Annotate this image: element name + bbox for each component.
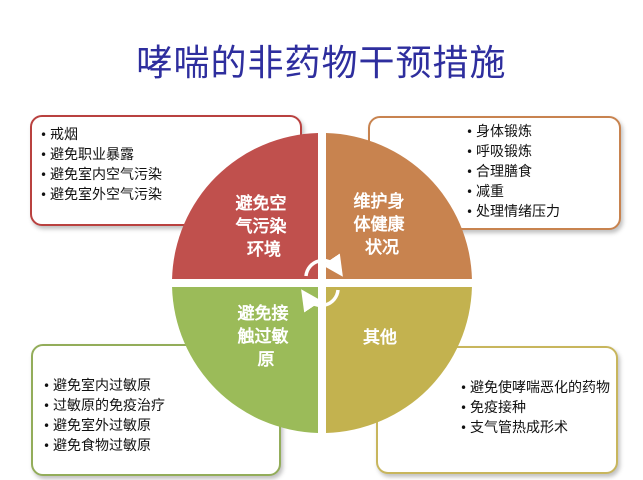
list-item: 避免使哮喘恶化的药物 [460, 378, 610, 398]
list-item: 避免室内过敏原 [43, 376, 279, 396]
label-line: 维护身 [354, 191, 405, 212]
list-item: 避免职业暴露 [40, 145, 300, 165]
page-title: 哮喘的非药物干预措施 [136, 43, 507, 84]
label-line: 环境 [247, 239, 281, 260]
list-item: 处理情绪压力 [466, 202, 619, 222]
list-item: 避免室内空气污染 [40, 165, 300, 185]
list-item: 避免食物过敏原 [43, 436, 279, 456]
list-item: 避免室外空气污染 [40, 185, 300, 205]
label-line: 避免空 [236, 193, 287, 214]
list-item: 合理膳食 [466, 162, 619, 182]
quadrant-other [326, 287, 472, 433]
list-item: 支气管热成形术 [460, 418, 610, 438]
label-line: 其他 [363, 327, 397, 348]
quadrant-avoid-air-pollution [172, 133, 318, 279]
label-line: 触过敏 [237, 326, 289, 347]
list-item: 避免室外过敏原 [43, 416, 279, 436]
label-line: 气污染 [235, 216, 287, 237]
quadrant-label-maintain-health: 维护身 体健康 状况 [354, 191, 411, 258]
label-line: 体健康 [354, 214, 406, 235]
label-line: 避免接 [238, 303, 289, 324]
list-item: 身体锻炼 [466, 122, 619, 142]
circular-arrows-icon [301, 253, 343, 313]
quadrant-label-avoid-allergens: 避免接 触过敏 原 [237, 303, 295, 370]
list-item: 过敏原的免疫治疗 [43, 396, 279, 416]
list-item: 减重 [466, 182, 619, 202]
quadrant-label-other: 其他 [363, 327, 397, 348]
info-box-avoid-allergens: 避免室内过敏原 过敏原的免疫治疗 避免室外过敏原 避免食物过敏原 [31, 344, 281, 476]
list-item: 戒烟 [40, 125, 300, 145]
list-item: 免疫接种 [460, 398, 610, 418]
quadrant-avoid-allergens [172, 287, 318, 433]
quadrant-maintain-health [326, 133, 472, 279]
quadrant-label-avoid-air-pollution: 避免空 气污染 环境 [235, 193, 293, 260]
label-line: 原 [258, 350, 275, 370]
label-line: 状况 [365, 237, 399, 258]
list-item: 呼吸锻炼 [466, 142, 619, 162]
